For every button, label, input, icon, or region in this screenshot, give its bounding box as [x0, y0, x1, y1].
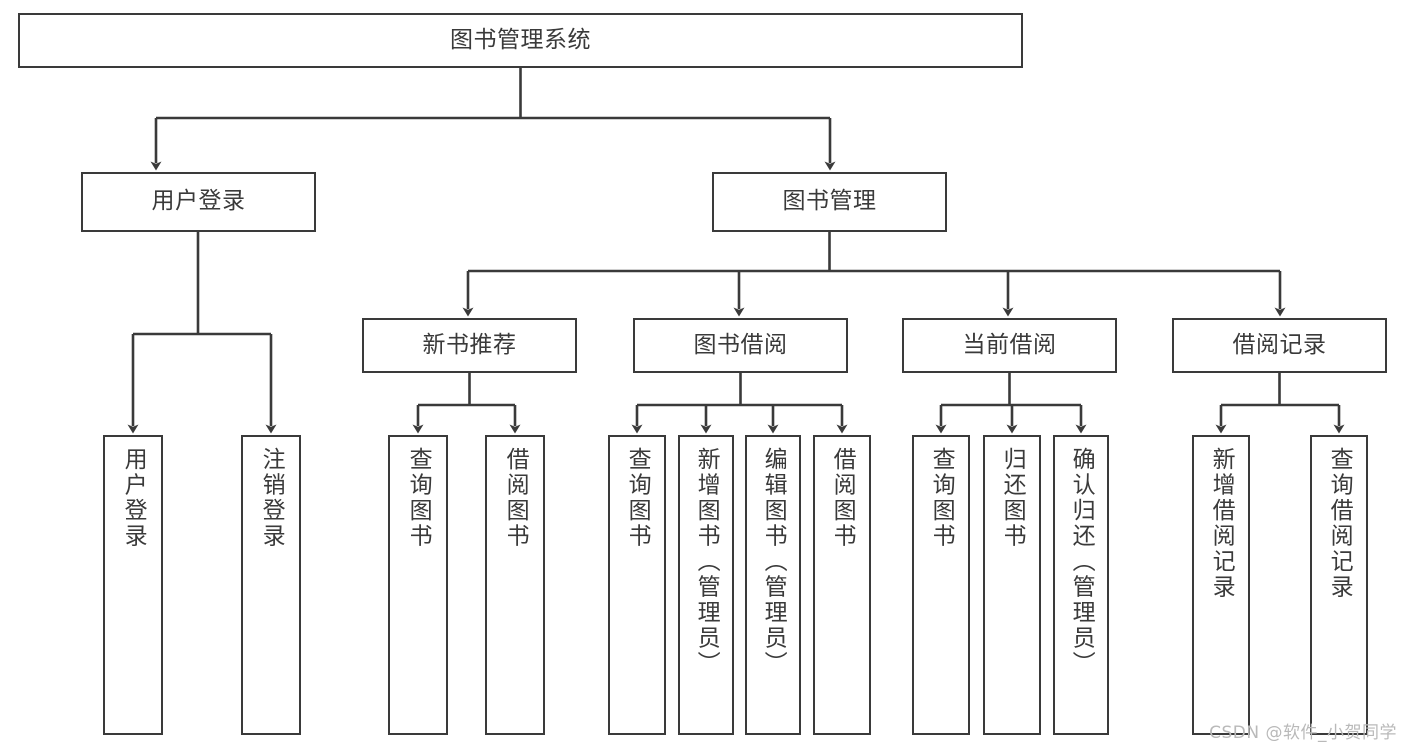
node-leaf-user-login[interactable]: 用户登录	[103, 435, 163, 735]
node-leaf-logout-label: 注销登录	[258, 447, 285, 549]
node-leaf-query-book-2-label: 查询图书	[624, 447, 651, 549]
node-leaf-query-book-2[interactable]: 查询图书	[608, 435, 666, 735]
node-leaf-edit-book[interactable]: 编辑图书（管理员）	[745, 435, 801, 735]
node-leaf-query-record[interactable]: 查询借阅记录	[1310, 435, 1368, 735]
csdn-watermark: CSDN @软件_小贺同学	[1209, 723, 1397, 743]
node-leaf-return-book-label: 归还图书	[999, 447, 1026, 549]
node-leaf-confirm-return[interactable]: 确认归还（管理员）	[1053, 435, 1109, 735]
node-new-book-recommendation-label: 新书推荐	[422, 331, 517, 358]
node-leaf-query-book-3-label: 查询图书	[928, 447, 955, 549]
node-book-borrow[interactable]: 图书借阅	[633, 318, 848, 373]
node-leaf-borrow-book-2-label: 借阅图书	[829, 447, 856, 549]
node-leaf-borrow-book-1[interactable]: 借阅图书	[485, 435, 545, 735]
node-leaf-query-book-1[interactable]: 查询图书	[388, 435, 448, 735]
node-leaf-add-record[interactable]: 新增借阅记录	[1192, 435, 1250, 735]
node-book-manage[interactable]: 图书管理	[712, 172, 947, 232]
node-user-login-label: 用户登录	[151, 188, 246, 215]
node-book-manage-label: 图书管理	[782, 188, 877, 215]
node-leaf-edit-book-label: 编辑图书（管理员）	[760, 447, 787, 677]
node-leaf-borrow-book-1-label: 借阅图书	[502, 447, 529, 549]
node-leaf-user-login-label: 用户登录	[120, 447, 147, 549]
node-root-label: 图书管理系统	[450, 26, 591, 53]
node-leaf-return-book[interactable]: 归还图书	[983, 435, 1041, 735]
node-current-borrow-label: 当前借阅	[962, 331, 1057, 358]
node-current-borrow[interactable]: 当前借阅	[902, 318, 1117, 373]
node-leaf-confirm-return-label: 确认归还（管理员）	[1068, 447, 1095, 677]
node-leaf-add-book-label: 新增图书（管理员）	[693, 447, 720, 677]
node-leaf-query-book-1-label: 查询图书	[405, 447, 432, 549]
node-new-book-recommendation[interactable]: 新书推荐	[362, 318, 577, 373]
node-user-login[interactable]: 用户登录	[81, 172, 316, 232]
node-leaf-query-book-3[interactable]: 查询图书	[912, 435, 970, 735]
node-leaf-borrow-book-2[interactable]: 借阅图书	[813, 435, 871, 735]
node-leaf-add-record-label: 新增借阅记录	[1208, 447, 1235, 600]
node-leaf-add-book[interactable]: 新增图书（管理员）	[678, 435, 734, 735]
node-borrow-record[interactable]: 借阅记录	[1172, 318, 1387, 373]
node-root[interactable]: 图书管理系统	[18, 13, 1023, 68]
node-book-borrow-label: 图书借阅	[693, 331, 788, 358]
node-leaf-logout[interactable]: 注销登录	[241, 435, 301, 735]
node-borrow-record-label: 借阅记录	[1232, 331, 1327, 358]
node-leaf-query-record-label: 查询借阅记录	[1326, 447, 1353, 600]
